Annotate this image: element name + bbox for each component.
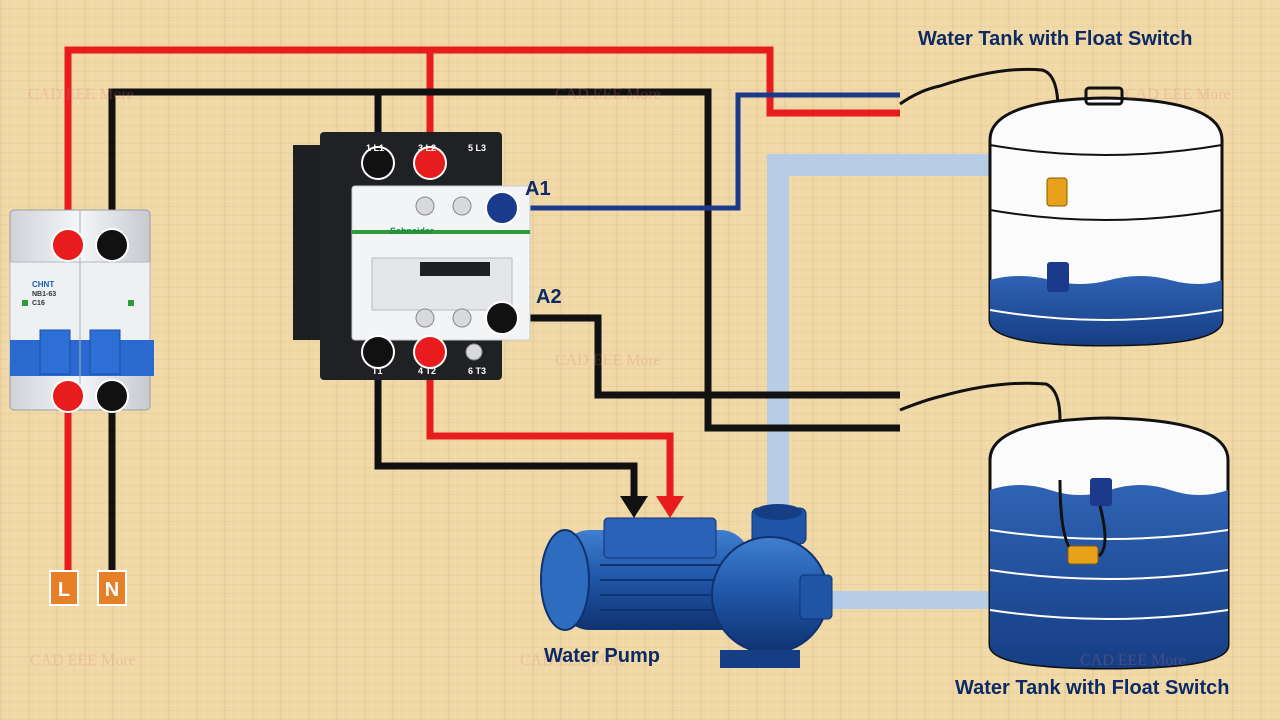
contactor-terminal-l2: [413, 146, 447, 180]
tank-bottom-title: Water Tank with Float Switch: [955, 677, 1230, 699]
terminal-l-box: L: [49, 570, 79, 606]
terminal-label-t1: T1: [372, 366, 383, 376]
watermark-1: CAD EEE More: [28, 86, 134, 103]
float-cable-top: [899, 67, 1060, 180]
red-phase-wires: [64, 46, 900, 572]
float-weight-top: [1047, 262, 1069, 292]
red-arrow-to-pump: [656, 496, 684, 518]
terminal-label-l3: 5 L3: [468, 143, 487, 153]
mcb-terminal-top-left: [51, 228, 85, 262]
watermark-4: CAD EEE More: [555, 352, 661, 369]
water-tank-top: [988, 86, 1224, 347]
terminal-label-t3: 6 T3: [468, 366, 487, 376]
mcb-terminal-top-right: [95, 228, 129, 262]
terminal-label-t2: 4 T2: [418, 366, 437, 376]
contactor: [293, 132, 531, 380]
contactor-terminal-a2: [485, 301, 519, 335]
mcb-brand: CHNT: [32, 280, 55, 289]
float-switch-top: [1046, 177, 1068, 207]
coil-label-a1: A1: [525, 178, 551, 200]
tank-top-water: [990, 276, 1222, 345]
terminal-label-l1: 1 L1: [366, 143, 385, 153]
delivery-pipe: [767, 154, 1002, 520]
terminal-n-box: N: [97, 570, 127, 606]
contactor-terminal-l1: [361, 146, 395, 180]
tank-bottom-water: [990, 485, 1228, 668]
watermark-5: CAD EEE More: [30, 652, 136, 669]
contactor-terminal-t2: [413, 335, 447, 369]
contactor-terminal-t1: [361, 335, 395, 369]
contactor-brand: Schneider: [390, 226, 434, 236]
pump-label: Water Pump: [544, 645, 660, 667]
terminal-label-l2: 3 L2: [418, 143, 437, 153]
black-arrow-to-pump: [620, 496, 648, 518]
red-wire-mcb-to-float: [64, 46, 900, 245]
mcb-model: NB1-63: [32, 291, 57, 298]
black-wire-t1-to-pump: [374, 350, 638, 500]
mcb-terminal-bottom-left: [51, 379, 85, 413]
mcb-breaker: [9, 209, 154, 413]
mcb-rating: C16: [32, 300, 45, 307]
water-pipes: [767, 154, 1004, 609]
watermark-7: CAD EEE More: [1080, 652, 1186, 669]
water-tank-bottom: [988, 416, 1230, 670]
watermark-6: CAD EEE More: [520, 652, 626, 669]
watermark-3: CAD EEE More: [1125, 86, 1231, 103]
float-switch-bottom: [1090, 478, 1112, 506]
tank-top-title: Water Tank with Float Switch: [918, 28, 1193, 50]
contactor-terminal-a1: [485, 191, 519, 225]
red-wire-t2-to-pump: [426, 350, 674, 500]
float-weight-bottom: [1067, 545, 1099, 565]
blue-coil-wire: [502, 92, 900, 211]
black-wire-a2-to-float: [502, 314, 900, 399]
watermark-2: CAD EEE More: [555, 86, 661, 103]
water-pump: [540, 504, 833, 668]
black-neutral-wires: [108, 88, 900, 572]
coil-label-a2: A2: [536, 286, 562, 308]
mcb-terminal-bottom-right: [95, 379, 129, 413]
float-cable-bottom: [899, 381, 1062, 480]
float-cables: [899, 67, 1062, 480]
black-wire-mcb-to-float: [108, 88, 900, 432]
